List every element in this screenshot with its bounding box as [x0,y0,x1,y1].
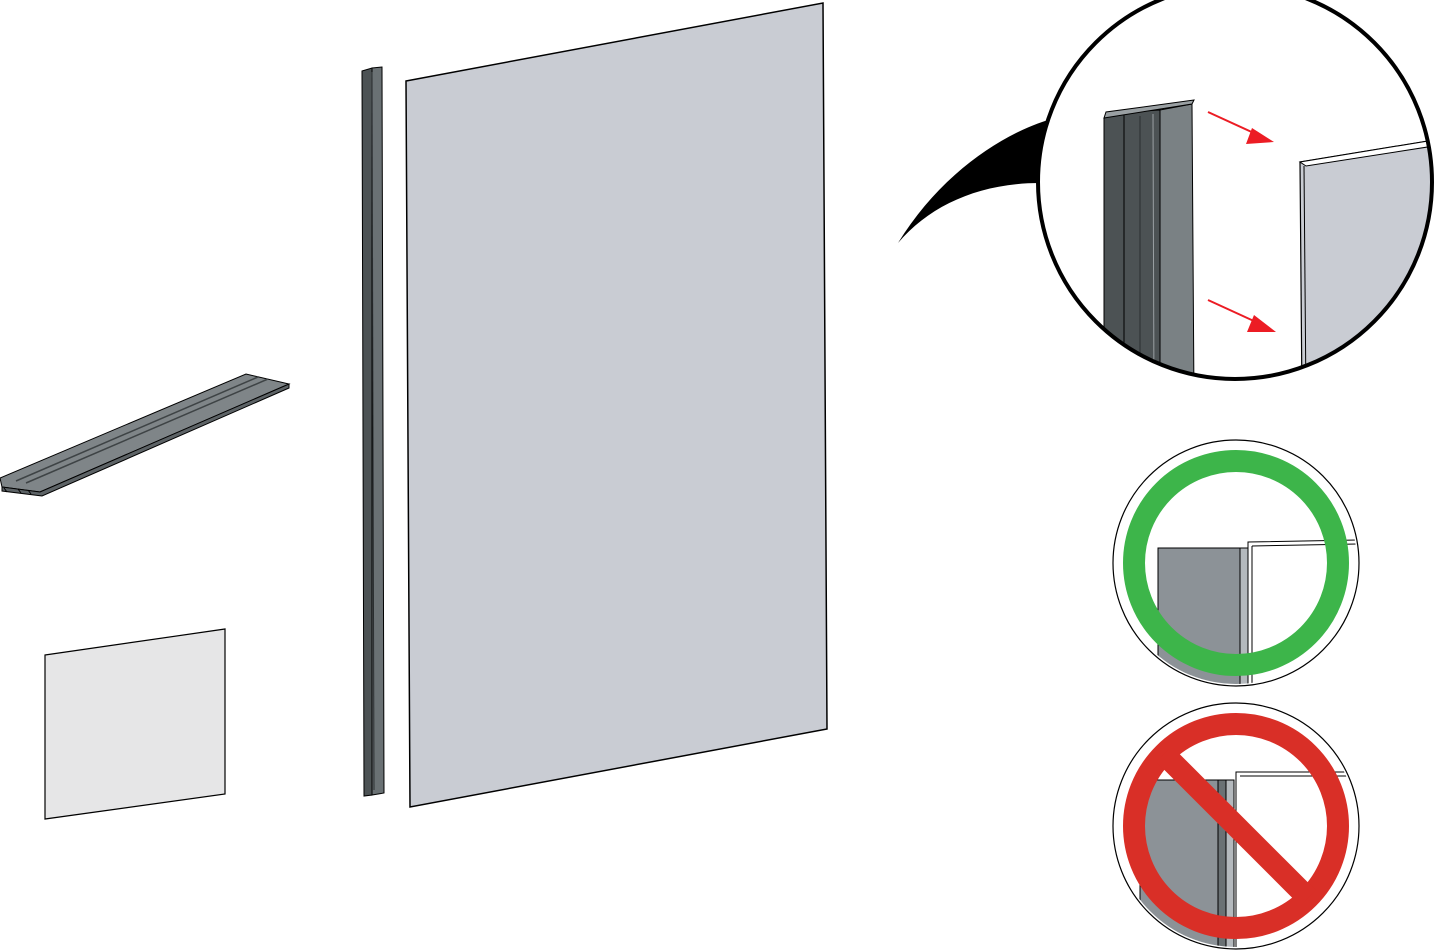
vertical-joining-strip-icon [361,66,385,797]
detail-magnifier-icon [1036,0,1434,381]
insert-arrow-icon [1207,299,1276,332]
callout-pointer-icon [898,120,1048,243]
horizontal-joining-strip-icon [0,373,291,497]
large-panel-icon [405,2,828,808]
incorrect-fit-icon [1112,702,1360,950]
insert-arrow-icon [1207,111,1274,144]
small-panel-icon [44,628,226,820]
correct-fit-icon [1112,439,1360,687]
